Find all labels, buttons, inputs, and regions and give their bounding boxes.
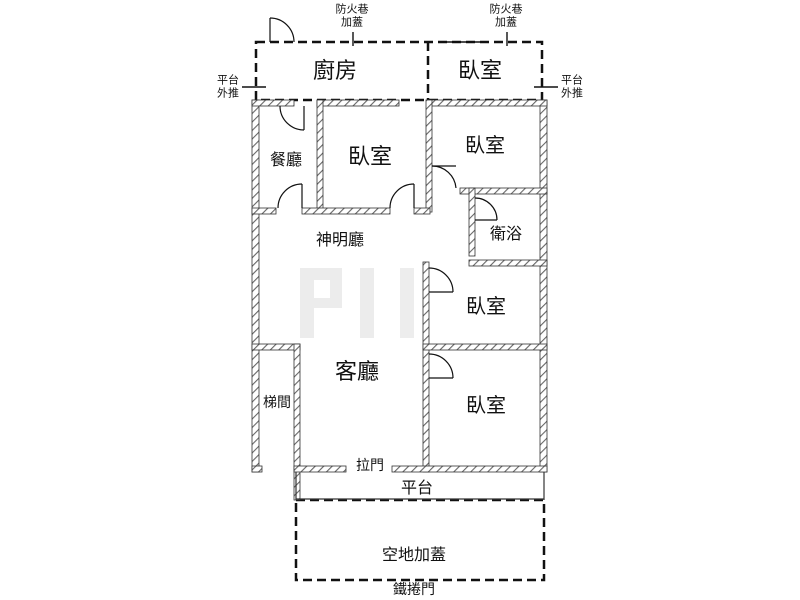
note-platform-push-right-line1: 平台 [561, 73, 583, 87]
room-shrine-hall: 神明廳 [315, 230, 365, 249]
room-bath: 衛浴 [489, 224, 523, 243]
note-platform-push-left-line1: 平台 [217, 73, 239, 87]
room-living: 客廳 [334, 360, 380, 385]
note-fire-lane-left-line2: 加蓋 [341, 15, 363, 28]
room-dining: 餐廳 [269, 150, 303, 169]
doors [269, 17, 498, 379]
note-platform-push-left: 平台 外推 [217, 74, 239, 99]
dashed-additions [254, 40, 546, 582]
door-bedroom-c [428, 267, 454, 293]
room-bedroom-d: 臥室 [466, 393, 506, 417]
note-platform-push-right-line2: 外推 [561, 86, 583, 99]
note-sliding-door: 拉門 [356, 458, 384, 474]
note-platform-push-right: 平台 外推 [561, 74, 583, 99]
walls [251, 99, 548, 501]
room-bedroom-a: 臥室 [347, 145, 393, 170]
room-stair: 梯間 [263, 395, 291, 411]
note-iron-roll-door: 鐵捲門 [393, 582, 435, 598]
note-fire-lane-left: 防火巷 加蓋 [336, 3, 369, 28]
note-fire-lane-right-line2: 加蓋 [495, 15, 517, 28]
door-bedroom-b [431, 165, 457, 189]
door-bath [474, 197, 498, 221]
watermark [300, 268, 414, 338]
room-bedroom-top: 臥室 [457, 59, 503, 84]
door-dining-top [279, 105, 305, 131]
note-platform-push-left-line2: 外推 [217, 86, 239, 99]
platform-outline [295, 472, 545, 500]
room-yard: 空地加蓋 [381, 545, 447, 564]
door-bedroom-a [389, 183, 415, 209]
room-bedroom-b: 臥室 [465, 133, 505, 157]
door-dining-bottom [277, 183, 303, 209]
leader-lines [242, 32, 558, 88]
note-fire-lane-left-line1: 防火巷 [335, 2, 369, 16]
room-kitchen: 廚房 [312, 59, 358, 84]
note-fire-lane-right: 防火巷 加蓋 [490, 3, 523, 28]
door-bedroom-d [428, 353, 454, 379]
note-fire-lane-right-line1: 防火巷 [489, 2, 523, 16]
room-bedroom-c: 臥室 [466, 294, 506, 318]
room-platform: 平台 [400, 478, 434, 497]
door-top-left [269, 17, 295, 43]
